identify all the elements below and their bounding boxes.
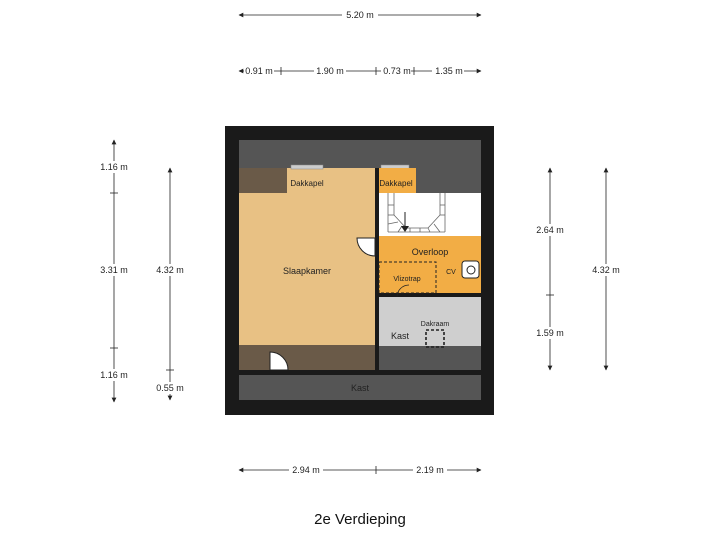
dim-top-1: 1.90 m — [316, 66, 344, 76]
wall-bedroom-bottom — [239, 370, 375, 375]
dim-top-3: 1.35 m — [435, 66, 463, 76]
dim-top-0: 0.91 m — [245, 66, 273, 76]
stair-arrow — [401, 212, 409, 232]
svg-text:5.20 m: 5.20 m — [346, 10, 374, 20]
dim-left-segments: 1.16 m 3.31 m 1.16 m — [97, 139, 131, 403]
staircase — [387, 193, 446, 233]
label-vlizotrap: Vlizotrap — [393, 276, 420, 283]
dakkapel-right-area — [379, 168, 416, 193]
bedroom-area — [239, 193, 375, 345]
wall-kast-bottom — [375, 370, 481, 375]
vlizotrap-hatch[interactable] — [378, 261, 437, 294]
dim-bottom-1: 2.19 m — [416, 465, 444, 475]
dakraam-window — [425, 329, 445, 348]
cv-unit-dial — [466, 265, 476, 275]
wall-landing-bottom — [379, 293, 481, 297]
wall-bedroom-right — [375, 168, 379, 370]
dim-right-total-label: 4.32 m — [592, 265, 620, 275]
dim-right-0: 2.64 m — [536, 225, 564, 235]
label-dakkapel-right: Dakkapel — [379, 179, 413, 188]
dim-right-total: 4.32 m — [589, 167, 623, 371]
dim-top-segments: 0.91 m 1.90 m 0.73 m 1.35 m — [238, 65, 482, 77]
dim-top-2: 0.73 m — [383, 66, 411, 76]
dim-left-1: 3.31 m — [100, 265, 128, 275]
label-overloop: Overloop — [412, 247, 449, 257]
dim-right-segments: 2.64 m 1.59 m — [533, 167, 567, 371]
dim-left-inner: 4.32 m 0.55 m — [153, 167, 187, 401]
bedroom-bottom-eave — [239, 345, 375, 370]
kast-bottom-eave — [379, 346, 481, 370]
dakkapel-left-area — [287, 168, 375, 193]
label-cv: CV — [446, 269, 456, 276]
bottom-eave-kast — [239, 375, 481, 400]
window-bedroom — [290, 164, 324, 170]
label-slaapkamer: Slaapkamer — [283, 266, 331, 276]
dim-left-inner-1: 0.55 m — [156, 383, 184, 393]
stairwell — [379, 193, 481, 236]
cv-unit — [461, 260, 480, 279]
bedroom-left-eave — [239, 168, 287, 193]
label-kast-bottom: Kast — [351, 383, 370, 393]
dim-bottom-segments: 2.94 m 2.19 m — [238, 464, 482, 476]
dim-left-inner-0: 4.32 m — [156, 265, 184, 275]
dim-left-0: 1.16 m — [100, 162, 128, 172]
label-dakraam: Dakraam — [421, 321, 450, 328]
landing-door[interactable] — [356, 237, 376, 257]
label-kast-mid: Kast — [391, 331, 410, 341]
dim-top-total: 5.20 m — [238, 9, 482, 21]
kast-door[interactable] — [396, 284, 410, 298]
bedroom-door[interactable] — [269, 351, 289, 371]
top-eave — [239, 140, 481, 168]
landing-right-eave — [416, 168, 481, 193]
kast-area — [379, 297, 481, 346]
floor-title: 2e Verdieping — [314, 511, 406, 528]
dim-left-2: 1.16 m — [100, 370, 128, 380]
label-dakkapel-left: Dakkapel — [290, 179, 324, 188]
dim-bottom-0: 2.94 m — [292, 465, 320, 475]
dim-right-1: 1.59 m — [536, 328, 564, 338]
